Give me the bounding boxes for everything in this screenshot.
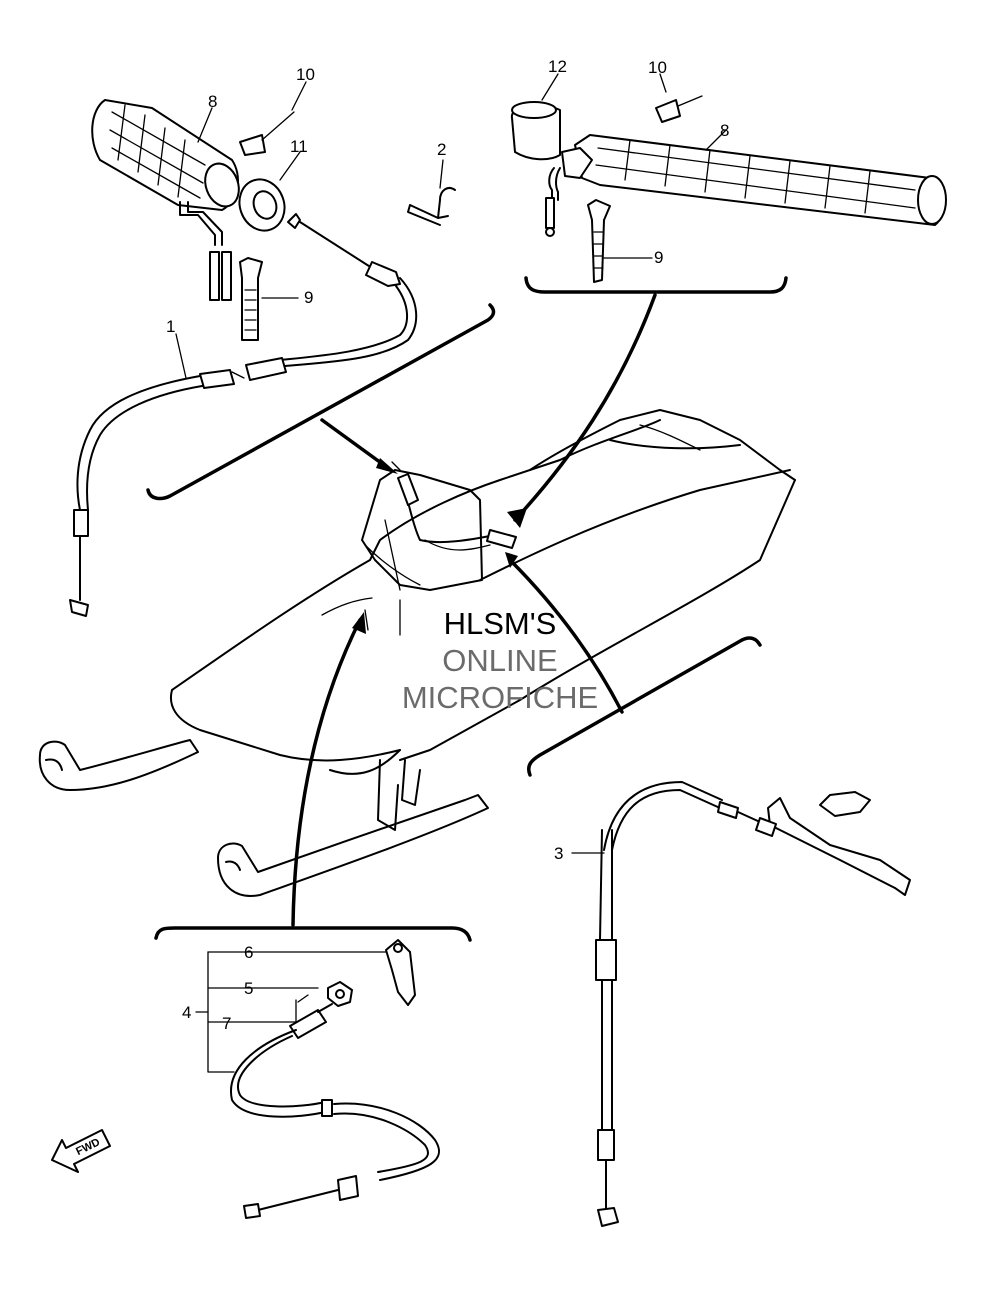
callout-9-left: 9 bbox=[304, 288, 313, 307]
callout-9-right: 9 bbox=[654, 248, 663, 267]
callout-12: 12 bbox=[548, 57, 567, 76]
fwd-arrow-icon: FWD bbox=[51, 1129, 111, 1173]
callout-leaders bbox=[175, 73, 727, 1013]
callout-5: 5 bbox=[244, 979, 253, 998]
callout-8-left: 8 bbox=[208, 92, 217, 111]
group-brackets bbox=[146, 276, 788, 942]
callout-3: 3 bbox=[554, 844, 563, 863]
watermark-line3: MICROFICHE bbox=[402, 680, 598, 715]
right-grip-assembly bbox=[510, 95, 947, 283]
callout-11: 11 bbox=[290, 137, 308, 156]
choke-assembly bbox=[207, 939, 441, 1219]
watermark: HLSM'S ONLINE MICROFICHE bbox=[402, 606, 598, 715]
callout-2: 2 bbox=[437, 140, 446, 159]
callout-10-right: 10 bbox=[648, 58, 667, 77]
callout-4: 4 bbox=[182, 1003, 191, 1022]
callout-numbers: 1 2 3 4 5 6 7 8 8 9 9 10 10 11 12 bbox=[166, 57, 729, 1033]
callout-8-right: 8 bbox=[720, 121, 729, 140]
callout-1: 1 bbox=[166, 317, 175, 336]
brake-assembly bbox=[595, 781, 911, 1227]
callout-10-left: 10 bbox=[296, 65, 315, 84]
watermark-line1: HLSM'S bbox=[444, 606, 557, 641]
watermark-line2: ONLINE bbox=[442, 643, 557, 678]
snowmobile-body bbox=[38, 409, 796, 897]
callout-7: 7 bbox=[222, 1014, 231, 1033]
callout-6: 6 bbox=[244, 943, 253, 962]
left-grip-assembly bbox=[69, 99, 456, 617]
leader-arrows bbox=[291, 293, 657, 927]
